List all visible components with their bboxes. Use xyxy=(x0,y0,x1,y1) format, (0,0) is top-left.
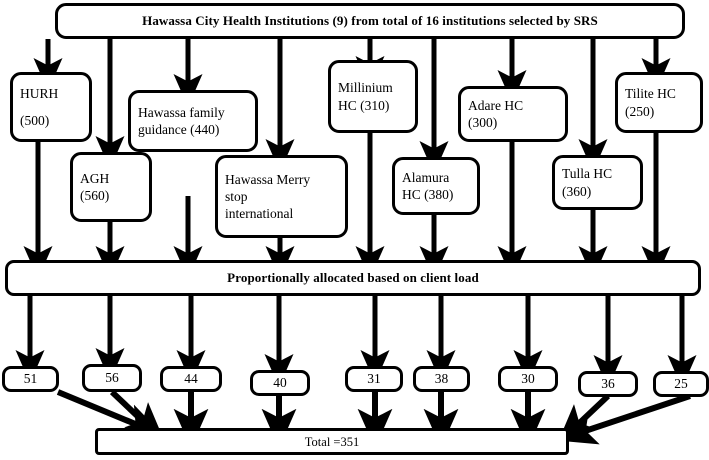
sample-size-box-alamura-hc[interactable]: 38 xyxy=(413,366,470,392)
sample-size-box-tilite-hc[interactable]: 25 xyxy=(653,371,709,397)
sample-size-box-adare-hc[interactable]: 30 xyxy=(498,366,558,392)
institution-box-hawassa-merry-stop-international[interactable]: Hawassa Merry stop international xyxy=(215,155,348,238)
institution-box-millinium-hc[interactable]: Millinium HC (310) xyxy=(328,60,418,133)
institution-clients: HC (380) xyxy=(402,187,454,202)
institution-name: Tilite HC xyxy=(625,86,676,102)
sample-size-value: 36 xyxy=(601,376,615,392)
sample-size-value: 44 xyxy=(184,371,198,387)
institution-name: Millinium xyxy=(338,80,393,96)
institution-box-hawassa-family-guidance[interactable]: Hawassa family guidance (440) xyxy=(128,90,258,152)
institution-name-line3: international xyxy=(225,206,294,222)
sample-size-box-hurh[interactable]: 51 xyxy=(2,366,59,392)
institution-box-adare-hc[interactable]: Adare HC (300) xyxy=(458,86,568,142)
institution-box-agh[interactable]: AGH (560) xyxy=(70,152,152,222)
institution-clients: (560) xyxy=(80,188,110,203)
institution-clients: (300) xyxy=(468,115,498,130)
institution-name: Tulla HC xyxy=(562,166,613,182)
sample-size-value: 51 xyxy=(23,371,38,387)
institution-name-line2: stop xyxy=(225,188,248,204)
institution-box-alamura-hc[interactable]: Alamura HC (380) xyxy=(392,157,480,215)
sample-size-value: 25 xyxy=(674,376,688,392)
institution-clients: guidance (440) xyxy=(138,122,220,137)
institution-clients: HC (310) xyxy=(338,97,390,113)
sample-size-box-tulla-hc[interactable]: 36 xyxy=(578,371,638,397)
institution-name: Hawassa family xyxy=(138,104,225,120)
sample-size-value: 31 xyxy=(367,371,381,387)
sample-size-value: 40 xyxy=(273,375,287,391)
allocation-banner: Proportionally allocated based on client… xyxy=(5,260,701,296)
institution-name: AGH xyxy=(80,170,110,186)
sample-size-value: 56 xyxy=(105,370,119,386)
allocation-banner-text: Proportionally allocated based on client… xyxy=(227,269,479,285)
header-banner: Hawassa City Health Institutions (9) fro… xyxy=(55,3,685,39)
total-box: Total =351 xyxy=(95,428,569,455)
institution-clients: (360) xyxy=(562,183,592,199)
institution-box-hurh[interactable]: HURH (500) xyxy=(10,72,92,142)
sample-size-value: 30 xyxy=(521,371,535,387)
institution-clients: (250) xyxy=(625,103,655,119)
institution-box-tulla-hc[interactable]: Tulla HC (360) xyxy=(552,155,643,210)
institution-name: Alamura xyxy=(402,169,450,185)
institution-clients: (500) xyxy=(20,112,50,128)
total-text: Total =351 xyxy=(304,434,360,449)
sample-size-box-hawassa-family-guidance[interactable]: 44 xyxy=(160,366,222,392)
institution-name: Adare HC xyxy=(468,97,524,113)
institution-name: HURH xyxy=(20,86,59,102)
institution-box-tilite-hc[interactable]: Tilite HC (250) xyxy=(615,72,703,133)
sample-size-box-agh[interactable]: 56 xyxy=(82,364,142,392)
sample-size-value: 38 xyxy=(434,371,449,387)
sample-size-box-millinium-hc[interactable]: 31 xyxy=(345,366,403,392)
institution-name: Hawassa Merry xyxy=(225,171,311,187)
sample-size-box-hawassa-merry-stop-international[interactable]: 40 xyxy=(250,370,310,396)
header-banner-text: Hawassa City Health Institutions (9) fro… xyxy=(142,12,598,28)
